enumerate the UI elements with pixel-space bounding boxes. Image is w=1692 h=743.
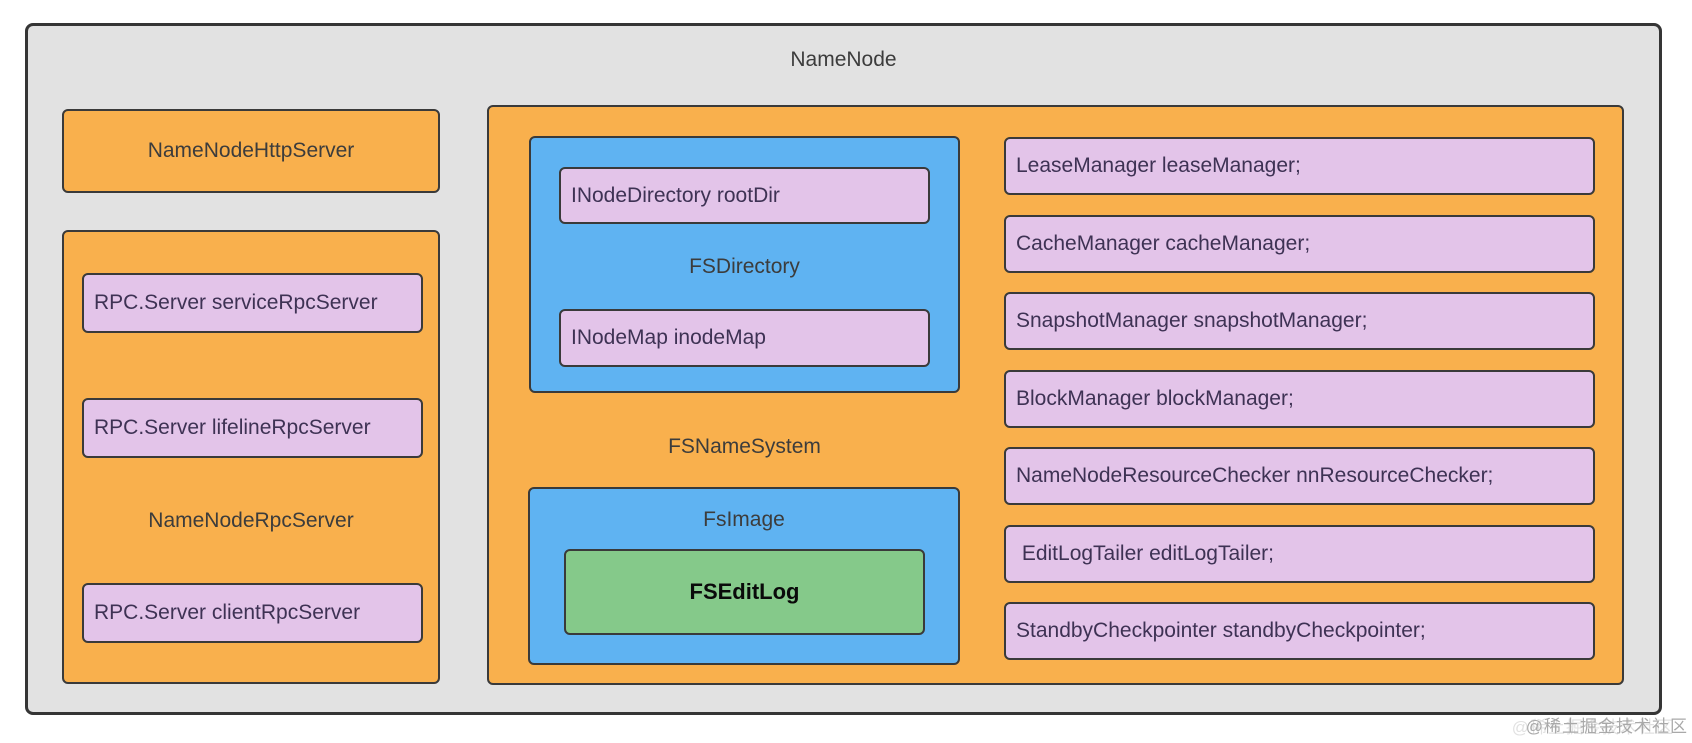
field-label: NameNodeResourceChecker nnResourceChecke… xyxy=(1016,464,1494,487)
fs-edit-log-label: FSEditLog xyxy=(689,579,800,604)
inode-directory-rootdir-box: INodeDirectory rootDir xyxy=(559,167,930,224)
inode-map-label: INodeMap inodeMap xyxy=(571,326,766,349)
field-label: BlockManager blockManager; xyxy=(1016,387,1294,410)
field-box-nn-resource-checker: NameNodeResourceChecker nnResourceChecke… xyxy=(1004,447,1595,505)
inode-directory-rootdir-label: INodeDirectory rootDir xyxy=(571,183,780,207)
rpc-member-label: RPC.Server clientRpcServer xyxy=(94,601,361,624)
fs-name-system-label: FSNameSystem xyxy=(668,435,821,458)
field-label: SnapshotManager snapshotManager; xyxy=(1016,309,1368,332)
field-label: EditLogTailer editLogTailer; xyxy=(1016,542,1274,565)
fs-name-system-box: INodeDirectory rootDir FSDirectory INode… xyxy=(487,105,1624,685)
rpc-member-lifeline-rpc-server: RPC.Server lifelineRpcServer xyxy=(82,398,423,458)
namenode-http-server-box: NameNodeHttpServer xyxy=(62,109,440,193)
fs-image-box: FsImage FSEditLog xyxy=(528,487,960,665)
rpc-member-service-rpc-server: RPC.Server serviceRpcServer xyxy=(82,273,423,333)
field-box-cache-manager: CacheManager cacheManager; xyxy=(1004,215,1595,273)
rpc-member-label: RPC.Server serviceRpcServer xyxy=(94,291,378,314)
fs-edit-log-box: FSEditLog xyxy=(564,549,925,635)
rpc-member-client-rpc-server: RPC.Server clientRpcServer xyxy=(82,583,423,643)
inode-map-box: INodeMap inodeMap xyxy=(559,309,930,367)
field-box-block-manager: BlockManager blockManager; xyxy=(1004,370,1595,428)
namenode-container: NameNode NameNodeHttpServer RPC.Server s… xyxy=(25,23,1662,715)
namenode-rpc-server-label: NameNodeRpcServer xyxy=(148,509,354,532)
fs-directory-label: FSDirectory xyxy=(689,255,800,278)
namenode-title: NameNode xyxy=(790,48,897,71)
field-box-edit-log-tailer: EditLogTailer editLogTailer; xyxy=(1004,525,1595,583)
namenode-http-server-label: NameNodeHttpServer xyxy=(147,139,355,162)
field-box-snapshot-manager: SnapshotManager snapshotManager; xyxy=(1004,292,1595,350)
field-label: StandbyCheckpointer standbyCheckpointer; xyxy=(1016,619,1426,642)
field-label: LeaseManager leaseManager; xyxy=(1016,154,1301,177)
field-box-standby-checkpointer: StandbyCheckpointer standbyCheckpointer; xyxy=(1004,602,1595,660)
fs-image-label: FsImage xyxy=(703,508,785,531)
rpc-member-label: RPC.Server lifelineRpcServer xyxy=(94,416,371,439)
field-label: CacheManager cacheManager; xyxy=(1016,232,1311,255)
namenode-rpc-server-box: RPC.Server serviceRpcServer RPC.Server l… xyxy=(62,230,440,684)
watermark: @稀土掘金技术社区 xyxy=(1525,717,1688,736)
field-box-lease-manager: LeaseManager leaseManager; xyxy=(1004,137,1595,195)
fs-directory-box: INodeDirectory rootDir FSDirectory INode… xyxy=(529,136,960,393)
